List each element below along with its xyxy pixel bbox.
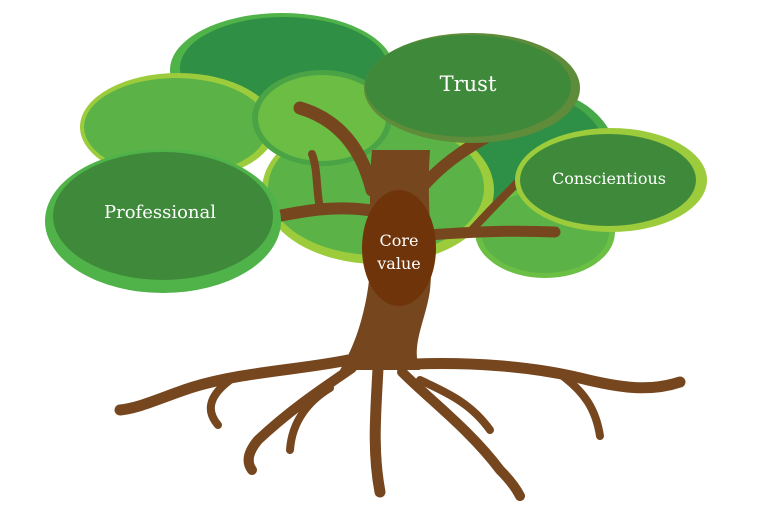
root-center-right: [397, 367, 525, 501]
branch-right-twig: [466, 178, 522, 236]
core-value-label-line1: Core: [379, 231, 419, 250]
leaf-label-professional: Professional: [103, 202, 217, 223]
leaf-trust: [364, 33, 580, 143]
root-far-right: [408, 358, 686, 394]
root-left-hook: [206, 376, 234, 429]
root-right-inner: [416, 376, 494, 434]
core-value-label: Core value: [356, 229, 442, 275]
leaf-professional: [45, 149, 281, 293]
leaf-trust-body: [365, 35, 571, 137]
root-center: [369, 362, 386, 498]
branch-left-twig: [308, 150, 324, 212]
leaf-professional-body: [53, 152, 273, 280]
leaf-conscientious-body: [520, 134, 696, 226]
core-value-label-line2: value: [377, 254, 421, 273]
branch-right: [422, 225, 561, 241]
leaf-conscientious: [515, 128, 707, 232]
root-left-inner: [286, 384, 334, 454]
branch-upper-left: [293, 101, 379, 197]
leaf-label-conscientious: Conscientious: [552, 169, 666, 188]
root-right-hook: [556, 370, 604, 440]
core-value-ellipse: [362, 190, 436, 306]
core-value-node: [362, 190, 436, 306]
root-far-left: [114, 354, 354, 416]
foliage-bubble-upper-left: [84, 78, 268, 176]
leaf-label-trust: Trust: [439, 72, 497, 96]
